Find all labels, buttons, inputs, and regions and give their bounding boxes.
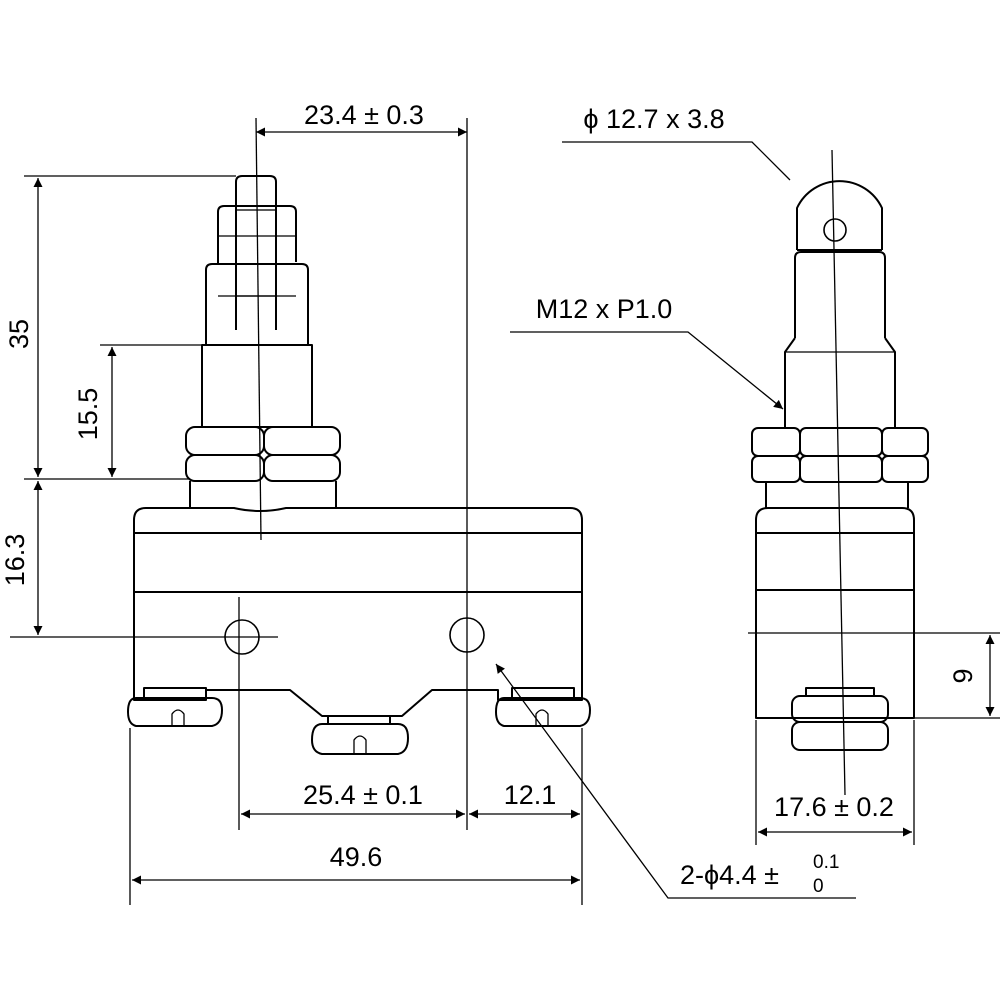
plunger-tip — [235, 175, 277, 330]
terminal-center — [311, 715, 409, 755]
label-top-width: 23.4 ± 0.3 — [304, 100, 424, 130]
label-height-total: 35 — [4, 319, 34, 349]
label-hole-pitch: 25.4 ± 0.1 — [303, 780, 423, 810]
side-terminal — [791, 687, 889, 751]
label-side-width: 17.6 ± 0.2 — [774, 792, 894, 822]
dimension-lines — [10, 127, 1000, 905]
label-hole-edge: 12.1 — [504, 780, 557, 810]
label-height-body: 16.3 — [0, 534, 30, 587]
bushing — [201, 344, 313, 428]
label-height-plunger: 15.5 — [73, 388, 103, 441]
terminal-left — [127, 687, 223, 727]
label-side-height: 9 — [948, 668, 978, 683]
roller — [796, 180, 883, 250]
plunger-guide — [205, 263, 309, 345]
label-roller: ϕ 12.7 x 3.8 — [583, 104, 724, 134]
label-holes: 2-ϕ4.4 ± — [680, 860, 779, 890]
side-view — [751, 149, 929, 796]
front-view — [127, 117, 591, 830]
terminal-right — [495, 687, 591, 727]
label-thread: M12 x P1.0 — [536, 294, 673, 324]
plunger-inner — [235, 209, 277, 297]
side-plunger — [794, 251, 886, 338]
label-holes-tol-upper: 0.1 — [813, 852, 839, 873]
roller-pin-hole — [823, 218, 847, 242]
dimension-labels: 23.4 ± 0.3 ϕ 12.7 x 3.8 M12 x P1.0 35 15… — [0, 100, 978, 897]
switch-body — [133, 507, 583, 717]
label-body-width: 49.6 — [330, 842, 383, 872]
hex-nuts-front — [185, 426, 341, 508]
side-body — [755, 507, 915, 719]
label-holes-tol-lower: 0 — [813, 876, 824, 897]
hex-nuts-side — [751, 427, 929, 508]
